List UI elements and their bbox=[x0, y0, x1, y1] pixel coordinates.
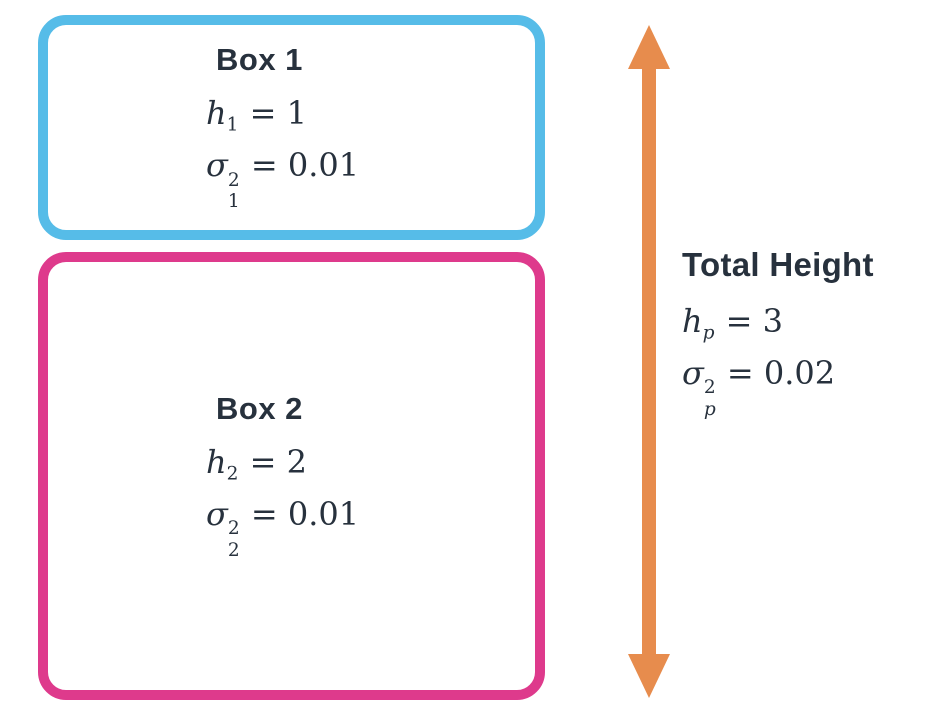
equation-value: = 0.01 bbox=[250, 494, 360, 533]
arrow-up-head-icon bbox=[628, 25, 670, 69]
variable-h: h bbox=[206, 442, 227, 481]
equation-value: = 3 bbox=[725, 302, 784, 340]
variable-sigma: σ bbox=[206, 146, 228, 185]
box-1-title: Box 1 bbox=[216, 42, 303, 78]
variable-sigma: σ bbox=[206, 494, 228, 533]
superscript: 2 bbox=[227, 518, 240, 540]
subscript: 2 bbox=[227, 539, 240, 561]
equation-value: = 1 bbox=[249, 94, 307, 133]
subscript: p bbox=[702, 322, 715, 344]
equation-value: = 2 bbox=[249, 442, 307, 481]
subscript: 1 bbox=[226, 114, 239, 136]
arrow-shaft bbox=[642, 63, 656, 660]
subscript: 2 bbox=[226, 463, 239, 485]
box-1-height-equation: h1 = 1 bbox=[206, 88, 359, 140]
variable-h: h bbox=[682, 302, 703, 340]
equation-value: = 0.01 bbox=[250, 146, 360, 185]
subscript: p bbox=[703, 398, 716, 420]
box-2-title: Box 2 bbox=[216, 390, 303, 426]
total-height-equation: hp = 3 bbox=[682, 296, 874, 348]
equation-value: = 0.02 bbox=[726, 353, 836, 392]
total-height-title: Total Height bbox=[682, 246, 874, 283]
subscript: 1 bbox=[227, 191, 240, 213]
arrow-down-head-icon bbox=[628, 654, 670, 698]
variable-sigma: σ bbox=[682, 353, 704, 392]
box-2-height-equation: h2 = 2 bbox=[206, 437, 359, 489]
superscript: 2 bbox=[227, 169, 240, 191]
variable-h: h bbox=[206, 94, 227, 133]
superscript: 2 bbox=[703, 377, 716, 399]
total-height-arrow bbox=[628, 25, 670, 698]
